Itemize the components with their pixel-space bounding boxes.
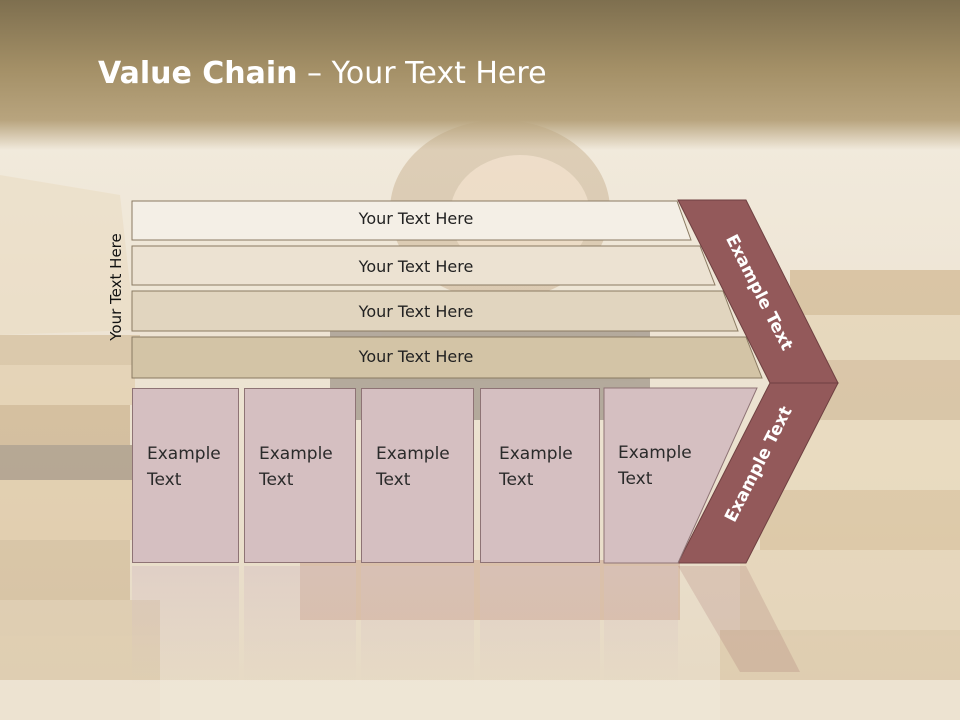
title-rest: – Your Text Here xyxy=(297,56,547,91)
box-2-reflection xyxy=(244,566,356,686)
slide-title: Value Chain – Your Text Here xyxy=(98,56,547,91)
bar-3-label: Your Text Here xyxy=(358,302,474,321)
bar-1 xyxy=(131,200,692,241)
box-1-line2: Text xyxy=(147,470,182,490)
box-3-line2: Text xyxy=(376,470,411,490)
box-4-line2: Text xyxy=(499,470,534,490)
box-1-reflection xyxy=(132,566,239,686)
box-5-line2: Text xyxy=(618,469,653,489)
chevron-notch xyxy=(603,387,758,564)
bar-2 xyxy=(131,245,716,286)
box-1-line1: Example xyxy=(147,444,221,464)
bar-4-label: Your Text Here xyxy=(358,347,474,366)
bar-2-label: Your Text Here xyxy=(358,257,474,276)
box-2-line2: Text xyxy=(259,470,294,490)
box-4-reflection xyxy=(480,566,600,686)
box-3-reflection xyxy=(361,566,474,686)
chevron-reflection xyxy=(678,566,800,672)
header-band xyxy=(0,0,960,150)
bar-3 xyxy=(131,290,739,332)
box-4-line1: Example xyxy=(499,444,573,464)
box-5-line1: Example xyxy=(618,443,692,463)
bar-4 xyxy=(131,336,763,379)
box-5-reflection xyxy=(604,566,678,686)
box-2-line1: Example xyxy=(259,444,333,464)
chevron-lower xyxy=(677,382,839,564)
box-3-line1: Example xyxy=(376,444,450,464)
title-bold: Value Chain xyxy=(98,56,298,91)
bar-1-label: Your Text Here xyxy=(358,209,474,228)
